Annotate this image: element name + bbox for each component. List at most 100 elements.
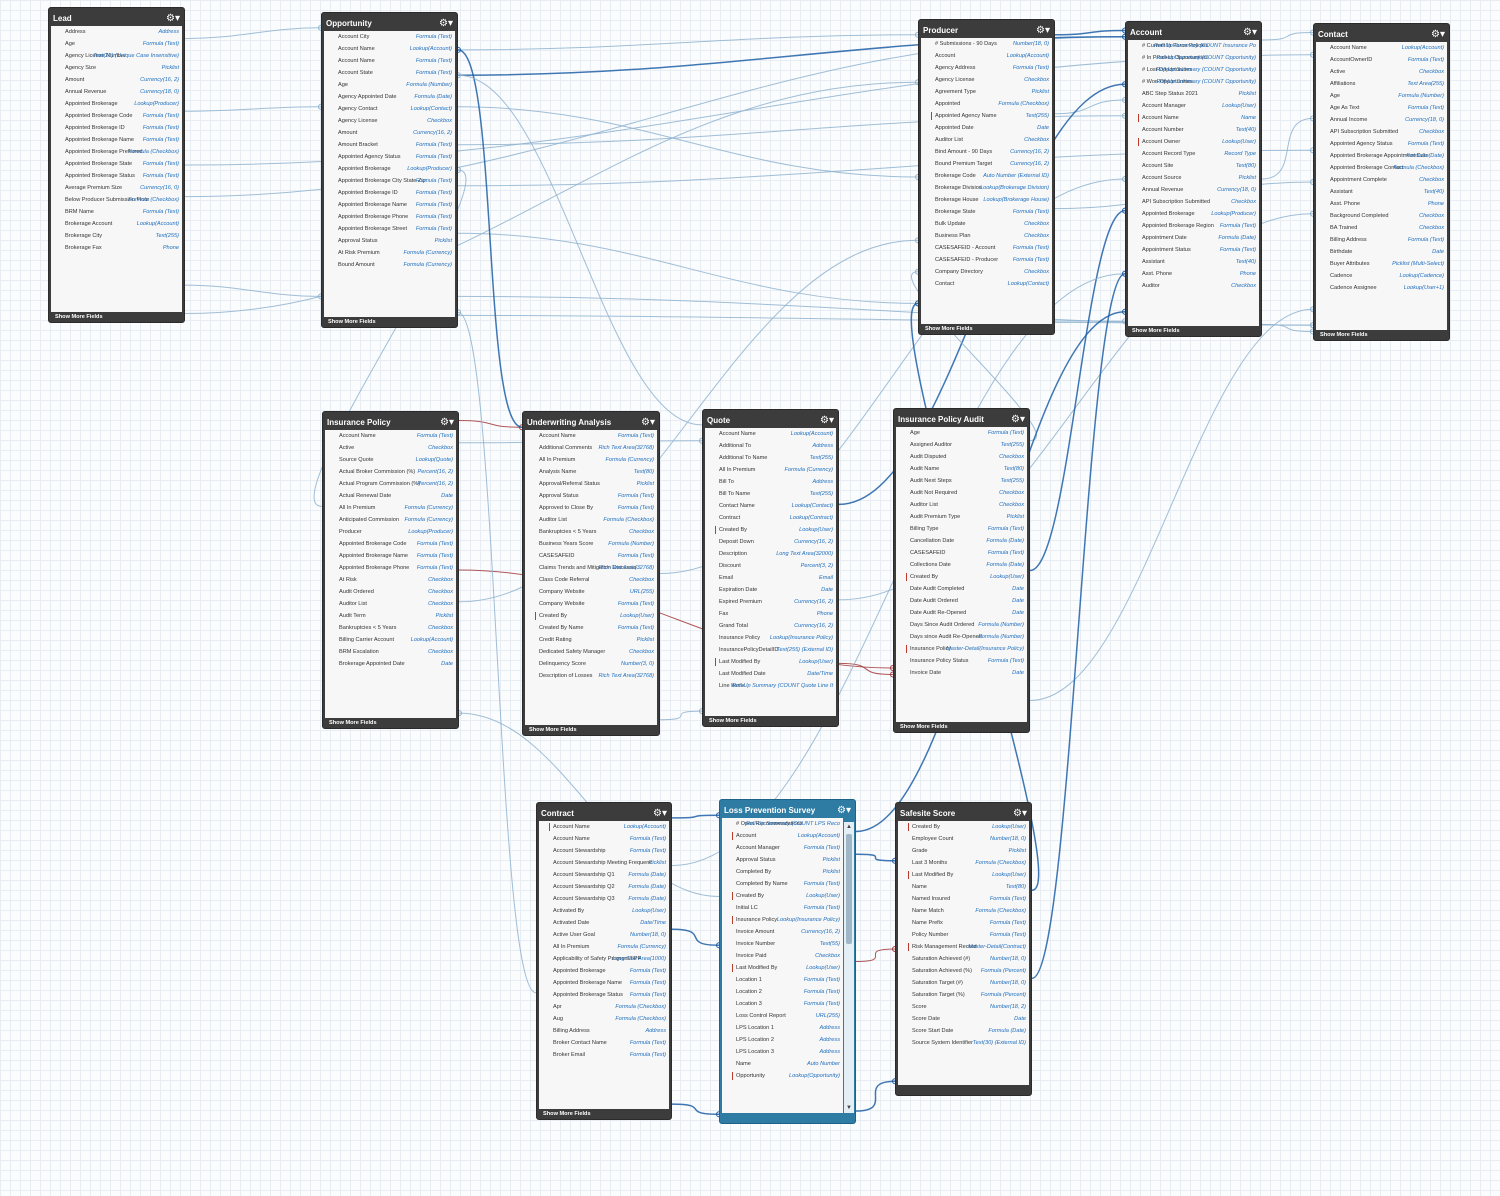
gear-icon[interactable]: ⚙▾ — [166, 12, 180, 24]
show-more-fields-link[interactable]: Show More Fields — [529, 727, 577, 733]
scroll-up-icon[interactable]: ▲ — [846, 824, 852, 830]
object-header[interactable]: Safesite Score⚙▾ — [896, 803, 1031, 823]
show-more-fields-link[interactable]: Show More Fields — [1320, 332, 1368, 338]
object-header[interactable]: Quote⚙▾ — [703, 410, 838, 430]
field-row[interactable]: Actual Broker Commission (%)Percent(16, … — [325, 466, 456, 478]
object-header[interactable]: Opportunity⚙▾ — [322, 13, 457, 33]
object-header[interactable]: Underwriting Analysis⚙▾ — [523, 412, 659, 432]
gear-icon[interactable]: ⚙▾ — [820, 414, 834, 426]
show-more-fields-link[interactable]: Show More Fields — [1132, 328, 1180, 334]
object-header[interactable]: Contact⚙▾ — [1314, 24, 1449, 44]
gear-icon[interactable]: ⚙▾ — [1011, 413, 1025, 425]
object-header[interactable]: Insurance Policy⚙▾ — [323, 412, 458, 432]
object-header[interactable]: Loss Prevention Survey⚙▾ — [720, 800, 855, 820]
object-header[interactable]: Insurance Policy Audit⚙▾ — [894, 409, 1029, 429]
